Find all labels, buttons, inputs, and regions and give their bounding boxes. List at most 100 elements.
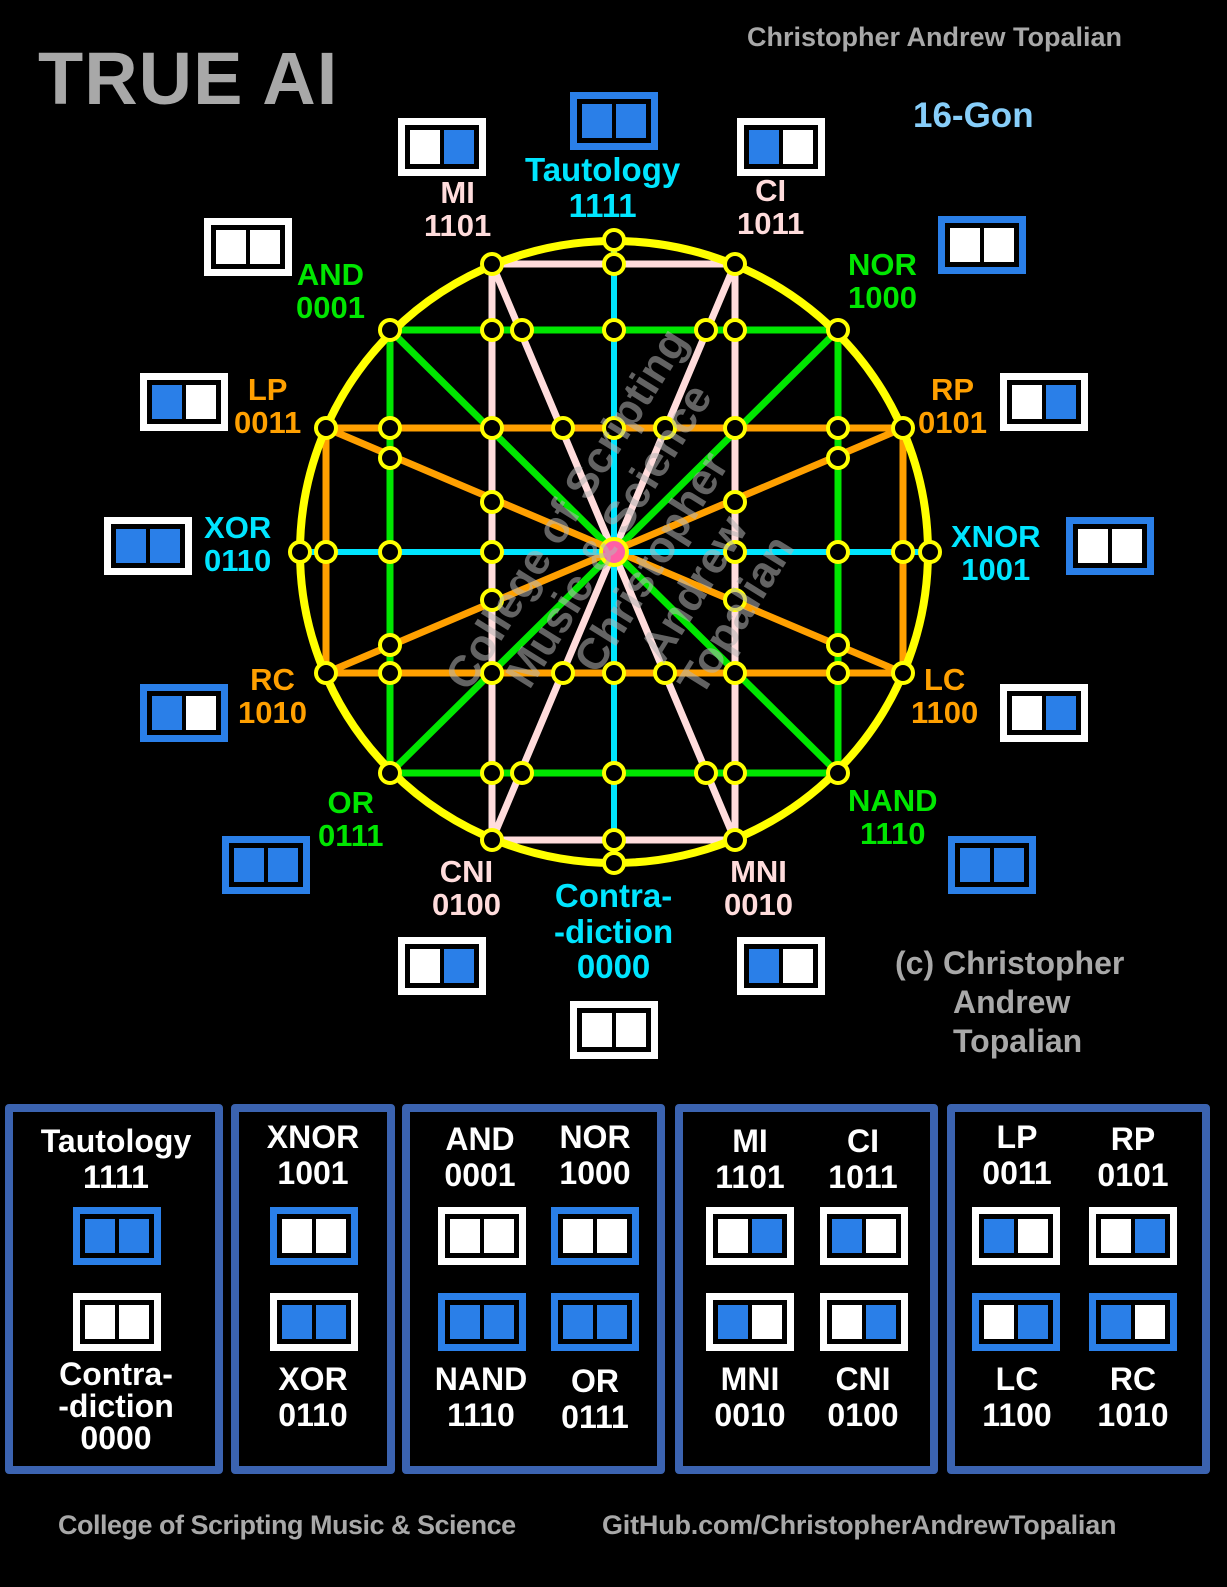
node	[723, 661, 747, 685]
panel-switch-icon-and	[438, 1207, 526, 1265]
switch-left-half	[982, 1217, 1016, 1255]
switch-left-half	[830, 1303, 864, 1341]
switch-right-half	[750, 1217, 784, 1255]
switch-body	[111, 524, 185, 568]
switch-right-half	[314, 1303, 348, 1341]
switch-left-half	[280, 1217, 314, 1255]
panel-switch-icon-mi	[706, 1207, 794, 1265]
switch-left-half	[1099, 1217, 1133, 1255]
switch-left-half	[280, 1303, 314, 1341]
node	[551, 416, 575, 440]
node	[378, 540, 402, 564]
switch-left-half	[448, 1303, 482, 1341]
switch-body	[445, 1214, 519, 1258]
switch-right-half	[184, 694, 218, 732]
switch-icon-ci	[737, 118, 825, 176]
switch-right-half	[1044, 694, 1078, 732]
panel-switch-icon-cni	[820, 1293, 908, 1351]
switch-body	[744, 125, 818, 169]
node	[314, 416, 338, 440]
node	[826, 761, 850, 785]
switch-icon-rp	[1000, 373, 1088, 431]
switch-icon-mi	[398, 118, 486, 176]
copyright-notice: (c) Christopher Andrew Topalian	[895, 945, 1125, 1060]
switch-left-half	[232, 846, 266, 884]
panel-xnor-xor	[231, 1104, 395, 1474]
node	[694, 318, 718, 342]
node	[510, 318, 534, 342]
node	[891, 540, 915, 564]
node	[602, 761, 626, 785]
switch-left-half	[408, 128, 442, 166]
switch-right-half	[982, 226, 1016, 264]
switch-body	[558, 1214, 632, 1258]
node	[826, 633, 850, 657]
switch-icon-rc	[140, 684, 228, 742]
switch-right-half	[442, 947, 476, 985]
switch-left-half	[747, 947, 781, 985]
switch-right-half	[595, 1303, 629, 1341]
switch-left-half	[83, 1217, 117, 1255]
switch-right-half	[750, 1303, 784, 1341]
switch-icon-lc	[1000, 684, 1088, 742]
node	[510, 761, 534, 785]
node	[480, 416, 504, 440]
node	[891, 416, 915, 440]
switch-right-half	[184, 383, 218, 421]
switch-body	[1096, 1300, 1170, 1344]
node	[378, 661, 402, 685]
switch-left-half	[716, 1303, 750, 1341]
switch-body	[744, 944, 818, 988]
node	[378, 318, 402, 342]
switch-right-half	[1133, 1303, 1167, 1341]
node	[551, 661, 575, 685]
switch-right-half	[864, 1303, 898, 1341]
switch-right-half	[781, 947, 815, 985]
switch-left-half	[448, 1217, 482, 1255]
diagram-nodes	[288, 228, 942, 875]
node	[378, 446, 402, 470]
switch-body	[147, 691, 221, 735]
node	[653, 416, 677, 440]
switch-body	[277, 1300, 351, 1344]
switch-body	[405, 944, 479, 988]
panel-switch-icon-rp	[1089, 1207, 1177, 1265]
switch-left-half	[150, 383, 184, 421]
switch-icon-nand	[948, 836, 1036, 894]
node	[723, 761, 747, 785]
node	[826, 446, 850, 470]
switch-body	[445, 1300, 519, 1344]
switch-icon-xor	[104, 517, 192, 575]
center-node	[599, 537, 629, 567]
switch-body	[229, 843, 303, 887]
switch-icon-lp	[140, 373, 228, 431]
switch-body	[1007, 380, 1081, 424]
switch-right-half	[864, 1217, 898, 1255]
switch-body	[405, 125, 479, 169]
switch-left-half	[948, 226, 982, 264]
node	[480, 661, 504, 685]
switch-body	[827, 1300, 901, 1344]
panel-switch-icon-xnor	[270, 1207, 358, 1265]
diagram-subtitle: 16-Gon	[913, 96, 1034, 135]
switch-body	[277, 1214, 351, 1258]
switch-body	[80, 1300, 154, 1344]
switch-icon-mni	[737, 937, 825, 995]
